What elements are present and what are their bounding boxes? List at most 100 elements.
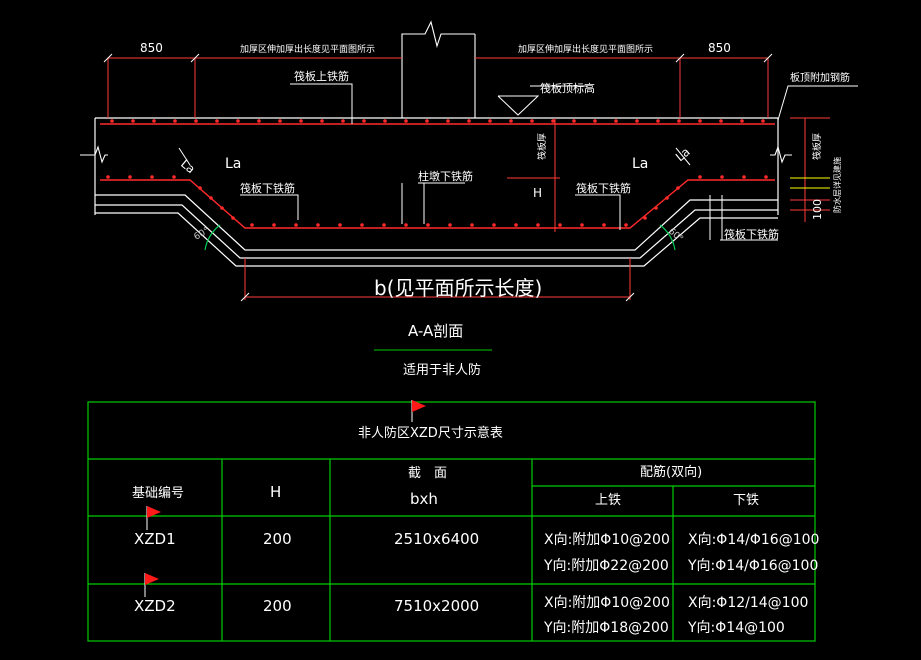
- rebar-dot: [150, 175, 154, 179]
- level-marker: [790, 177, 830, 189]
- row1-bottom-y: Y向:Φ14/Φ16@100: [687, 558, 818, 574]
- rebar-dot: [131, 119, 135, 123]
- waterproof-layer-label: 防水层详见建施: [832, 157, 842, 213]
- rebar-dot: [194, 119, 198, 123]
- rebar-dot: [509, 119, 513, 123]
- flag-markers: [144, 400, 426, 597]
- rebar-dot: [720, 175, 724, 179]
- row2-top-y: Y向:附加Φ18@200: [543, 620, 669, 636]
- raft-bottom-bar-right-label: 筏板下铁筋: [576, 181, 631, 195]
- rebar-dot: [761, 119, 765, 123]
- row1-top-x: X向:附加Φ10@200: [544, 532, 670, 548]
- width-label: b(见平面所示长度): [374, 276, 542, 300]
- la-left-label: La: [225, 156, 241, 172]
- rebar-dot: [764, 175, 768, 179]
- row2-top-x: X向:附加Φ10@200: [544, 595, 670, 611]
- rebar-dot: [467, 119, 471, 123]
- row1-h: 200: [263, 530, 292, 548]
- rebar-dot: [278, 119, 282, 123]
- rebar-dot: [624, 223, 628, 227]
- header-section: 截 面: [408, 466, 447, 481]
- size-table: [87, 401, 816, 642]
- cushion-label: 100: [811, 199, 824, 220]
- row1-top-y: Y向:附加Φ22@200: [543, 558, 669, 574]
- rebar-dot: [338, 223, 342, 227]
- rebar-dot: [536, 223, 540, 227]
- rebar-dots: [106, 119, 768, 227]
- flag-icon[interactable]: [146, 506, 161, 530]
- rebar-dot: [299, 119, 303, 123]
- rebar-lines: [100, 123, 775, 229]
- flag-icon[interactable]: [411, 400, 426, 422]
- la-right-slope-label: La: [673, 145, 693, 165]
- rebar-dot: [676, 186, 680, 190]
- note-right: 加厚区伸加厚出长度见平面图所示: [518, 43, 653, 55]
- rebar-dot: [272, 223, 276, 227]
- rebar-dot: [231, 216, 235, 220]
- rebar-dot: [665, 196, 669, 200]
- depth-h-label: H: [533, 186, 542, 200]
- rebar-dot: [426, 223, 430, 227]
- rebar-dot: [446, 119, 450, 123]
- rebar-dot: [425, 119, 429, 123]
- flag-icon[interactable]: [144, 573, 159, 597]
- rebar-dot: [320, 119, 324, 123]
- top-additional-bar-label: 板顶附加钢筋: [790, 71, 850, 84]
- rebar-dot: [362, 119, 366, 123]
- rebar-dot: [448, 223, 452, 227]
- rebar-dot: [643, 216, 647, 220]
- break-line-left: [80, 145, 108, 164]
- rebar-dot: [530, 119, 534, 123]
- right-dimension-stack: [790, 117, 830, 222]
- rebar-dot: [404, 119, 408, 123]
- rebar-dot: [236, 119, 240, 123]
- leader-lines: [178, 83, 858, 241]
- raft-thickness-right-label: 筏板厚: [811, 133, 823, 160]
- rebar-dot: [740, 119, 744, 123]
- rebar-dot: [492, 223, 496, 227]
- la-right-label: La: [632, 156, 648, 172]
- rebar-dot: [654, 206, 658, 210]
- raft-top-elevation-label: 筏板顶标高: [540, 81, 595, 95]
- raft-bottom-bar-lower-label: 筏板下铁筋: [724, 227, 779, 241]
- rebar-dot: [656, 119, 660, 123]
- rebar-dot: [488, 119, 492, 123]
- rebar-dot: [404, 223, 408, 227]
- rebar-dot: [106, 175, 110, 179]
- rebar-dot: [360, 223, 364, 227]
- rebar-dot: [382, 223, 386, 227]
- table-title: 非人防区XZD尺寸示意表: [358, 425, 503, 441]
- rebar-dot: [294, 223, 298, 227]
- rebar-dot: [220, 206, 224, 210]
- header-section-sub: bxh: [410, 490, 438, 508]
- rebar-dot: [593, 119, 597, 123]
- header-bottom: 下铁: [733, 493, 759, 508]
- header-rebar: 配筋(双向): [640, 464, 702, 480]
- break-line-top: [401, 20, 476, 118]
- la-left-slope-label: La: [178, 157, 198, 177]
- row2-bottom-y: Y向:Φ14@100: [687, 620, 785, 636]
- row2-bottom-x: X向:Φ12/14@100: [688, 595, 808, 611]
- row1-bottom-x: X向:Φ14/Φ16@100: [688, 532, 819, 548]
- rebar-dot: [551, 119, 555, 123]
- rebar-dot: [572, 119, 576, 123]
- section-outline: [94, 117, 779, 267]
- rebar-dot: [514, 223, 518, 227]
- dim-right-text: 850: [708, 41, 731, 55]
- break-line-right: [770, 145, 792, 164]
- raft-bottom-bar-left-label: 筏板下铁筋: [240, 181, 295, 195]
- bottom-rebar-line: [100, 179, 775, 229]
- row2-section: 7510x2000: [394, 597, 479, 615]
- rebar-dot: [250, 223, 254, 227]
- angle-arcs: [204, 224, 676, 251]
- dimension-lines: [107, 57, 769, 300]
- rebar-dot: [198, 186, 202, 190]
- section-subtitle: 适用于非人防: [403, 362, 481, 378]
- rebar-dot: [602, 223, 606, 227]
- rebar-dot: [698, 119, 702, 123]
- column-pier-bottom-bar-label: 柱墩下铁筋: [418, 169, 473, 183]
- row2-id: XZD2: [134, 597, 176, 615]
- row1-section: 2510x6400: [394, 530, 479, 548]
- rebar-dot: [173, 119, 177, 123]
